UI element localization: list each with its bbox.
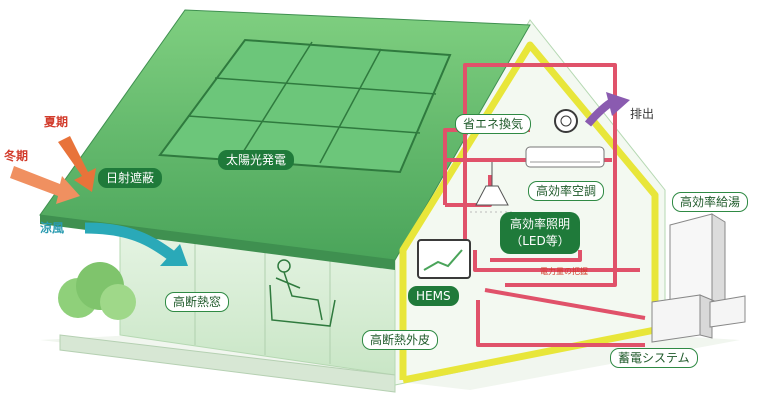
summer-sun-arrow <box>58 136 96 192</box>
winter-label: 冬期 <box>4 149 29 163</box>
hems-monitor <box>417 239 471 279</box>
solar-label: 太陽光発電 <box>218 150 295 170</box>
lighting-label-line1: 高効率照明 <box>510 217 571 231</box>
power-display-label: 電力量の把握 <box>540 267 588 276</box>
summer-label: 夏期 <box>44 115 69 129</box>
water-heater <box>669 213 713 311</box>
solar-panel <box>158 38 452 174</box>
storage-unit <box>651 294 701 343</box>
exhaust-label: 排出 <box>630 107 655 121</box>
storage-unit-2 <box>709 295 746 328</box>
hems-label: HEMS <box>408 286 459 306</box>
aircon-unit <box>525 146 605 168</box>
cool-breeze-label: 涼風 <box>40 221 65 235</box>
shading-label: 日射遮蔽 <box>98 168 163 188</box>
lighting-label-line2: （LED等） <box>510 234 570 248</box>
lighting-label: 高効率照明 （LED等） <box>500 212 581 254</box>
floor-slab <box>59 334 396 393</box>
trees <box>58 262 136 320</box>
storage-label: 蓄電システム <box>610 348 698 368</box>
exhaust-arrow <box>584 92 630 127</box>
aircon-label: 高効率空調 <box>528 181 605 201</box>
pendant-light <box>475 185 509 206</box>
person-on-chair <box>269 259 336 327</box>
fan-unit <box>554 109 578 133</box>
ventilation-label: 省エネ換気 <box>455 114 532 134</box>
cool-breeze-arrow <box>84 222 188 266</box>
winter-sun-arrow <box>10 166 80 204</box>
envelope-label: 高断熱外皮 <box>362 330 439 350</box>
water-heater-label: 高効率給湯 <box>672 192 749 212</box>
window-label: 高断熱窓 <box>165 292 230 312</box>
